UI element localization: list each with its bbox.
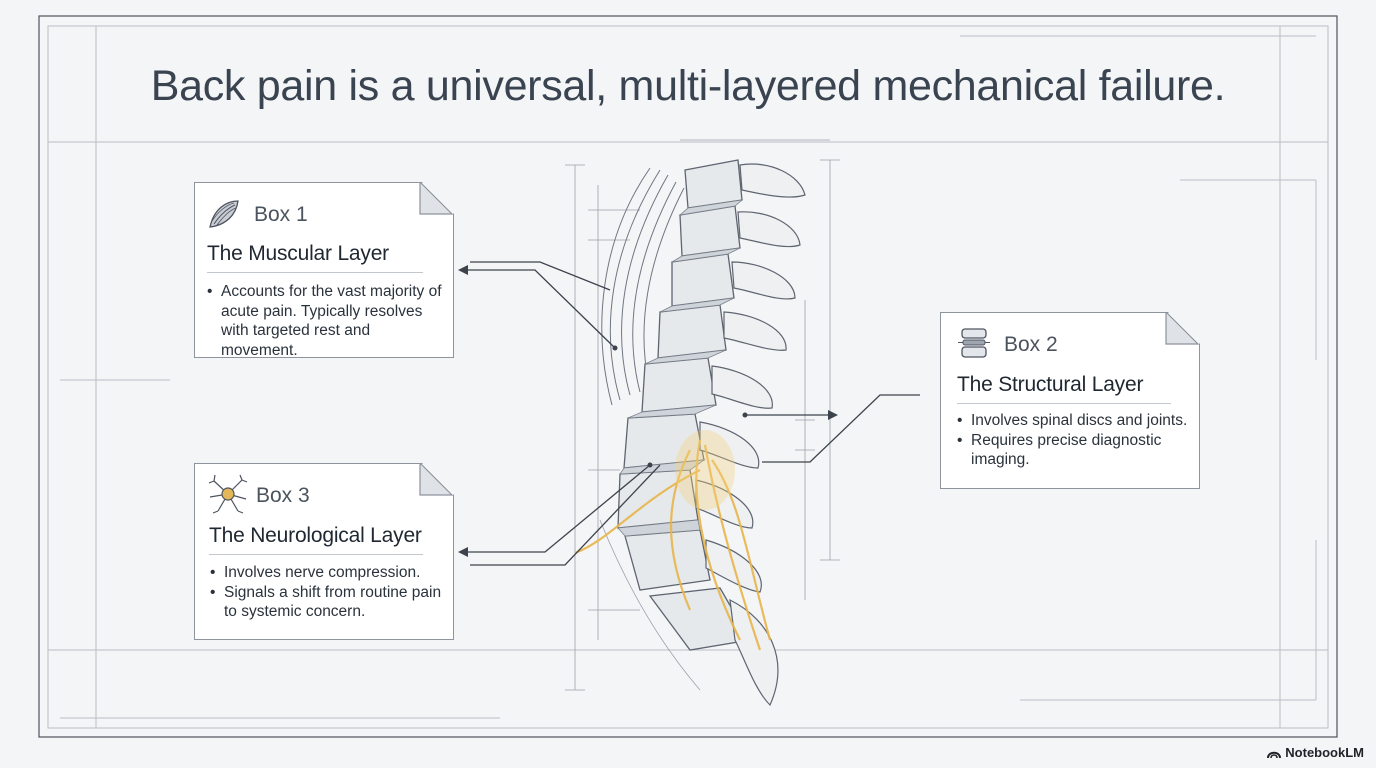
- box-3-fold: [419, 463, 453, 496]
- notebooklm-logo-icon: [1267, 751, 1282, 758]
- box-2-bullet: Requires precise diagnostic imaging.: [957, 431, 1189, 470]
- muscle-icon: [209, 200, 239, 228]
- box-3-bullets: Involves nerve compression. Signals a sh…: [210, 563, 446, 622]
- box-3-label: Box 3: [256, 484, 310, 507]
- box-3-bullet: Involves nerve compression.: [210, 563, 446, 583]
- box-2-label: Box 2: [1004, 333, 1058, 356]
- brand-mark: NotebookLM: [1267, 745, 1364, 760]
- box-1-label: Box 1: [254, 203, 308, 226]
- box-1-fold: [419, 182, 453, 215]
- box-2-heading: The Structural Layer: [957, 373, 1144, 396]
- box-2-divider: [957, 403, 1171, 404]
- box-1-bullet: Accounts for the vast majority of acute …: [207, 282, 447, 360]
- box-1-divider: [207, 272, 423, 273]
- spine-illustration: [458, 139, 920, 707]
- box-3-heading: The Neurological Layer: [209, 524, 422, 547]
- box-2-fold: [1165, 312, 1199, 345]
- box-2-bullet: Involves spinal discs and joints.: [957, 411, 1189, 431]
- box-1-heading: The Muscular Layer: [207, 242, 389, 265]
- brand-label: NotebookLM: [1285, 745, 1364, 760]
- box-1-bullets: Accounts for the vast majority of acute …: [207, 282, 447, 360]
- page-title: Back pain is a universal, multi-layered …: [150, 62, 1226, 110]
- box-2-bullets: Involves spinal discs and joints. Requir…: [957, 411, 1189, 470]
- box-3-divider: [209, 554, 423, 555]
- neuron-icon: [208, 474, 248, 514]
- vertebra-icon: [958, 328, 990, 358]
- box-3-bullet: Signals a shift from routine pain to sys…: [210, 583, 446, 622]
